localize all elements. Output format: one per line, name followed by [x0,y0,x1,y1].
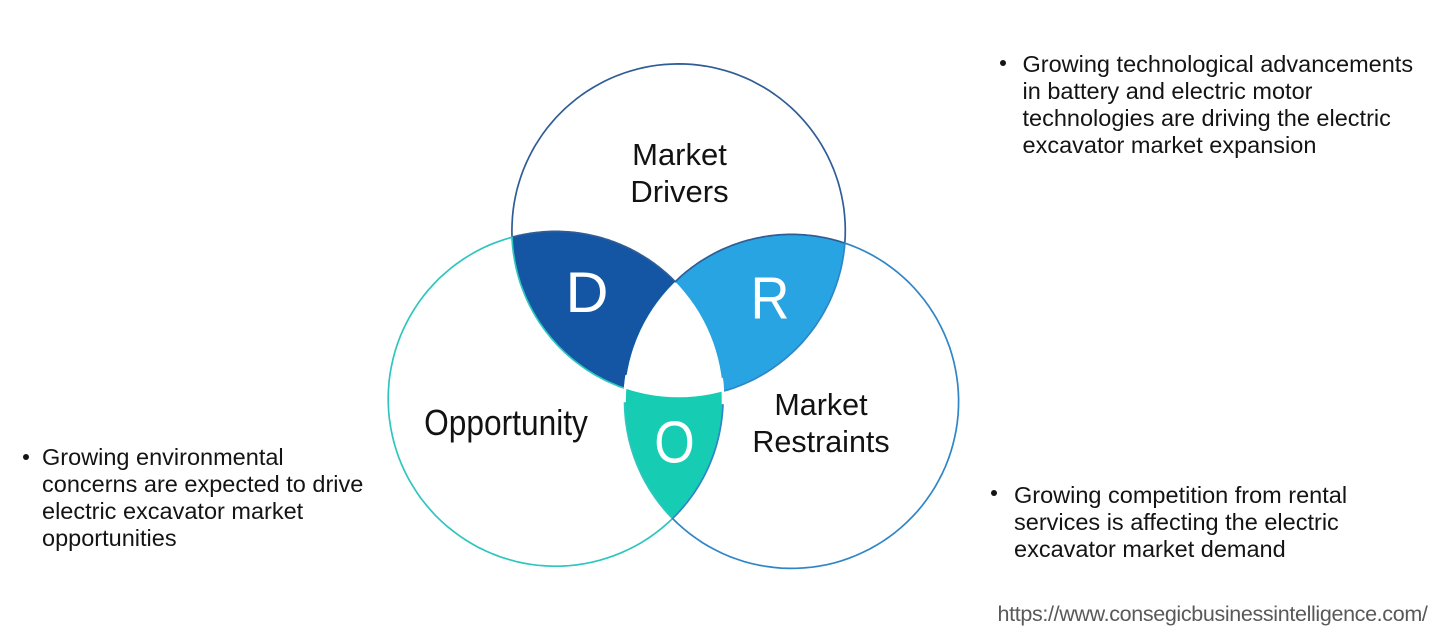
svg-text:R: R [751,265,790,332]
svg-text:O: O [654,410,695,476]
svg-text:D: D [566,261,609,325]
